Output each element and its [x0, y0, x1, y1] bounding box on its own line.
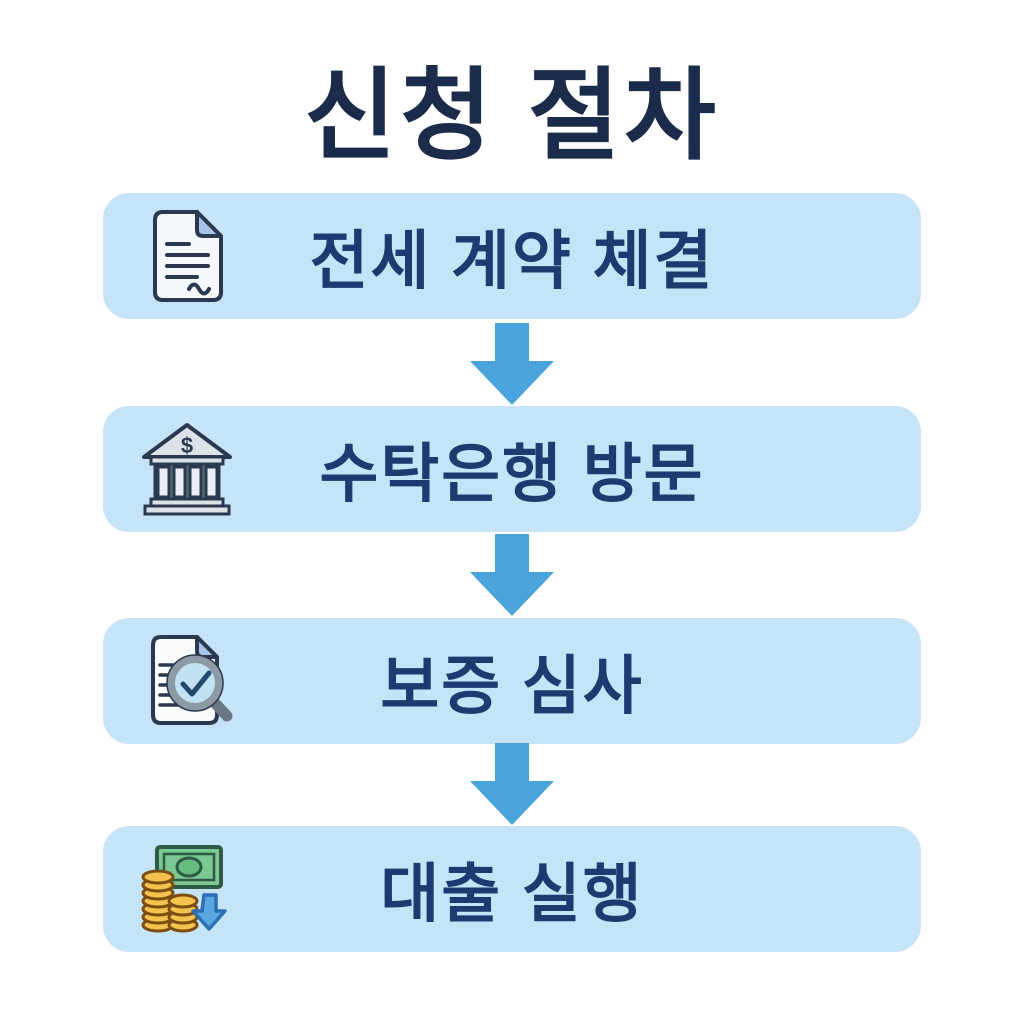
down-arrow-icon	[464, 534, 560, 616]
step-label: 대출 실행	[380, 858, 644, 930]
svg-text:$: $	[181, 433, 193, 458]
step-box-contract-signing: 전세 계약 체결	[103, 193, 921, 319]
step-box-loan-execution: 대출 실행	[103, 826, 921, 952]
document-review-magnifier-icon	[137, 631, 237, 731]
bank-building-icon: $	[137, 419, 237, 519]
money-payout-icon	[137, 839, 237, 939]
down-arrow-icon	[464, 743, 560, 825]
step-label: 전세 계약 체결	[309, 225, 715, 297]
step-box-guarantee-review: 보증 심사	[103, 618, 921, 744]
step-box-bank-visit: $ 수탁은행 방문	[103, 406, 921, 532]
down-arrow-icon	[464, 323, 560, 405]
page-title: 신청 절차	[304, 60, 720, 172]
step-label: 수탁은행 방문	[319, 438, 705, 510]
contract-document-icon	[137, 206, 237, 306]
step-label: 보증 심사	[380, 650, 644, 722]
